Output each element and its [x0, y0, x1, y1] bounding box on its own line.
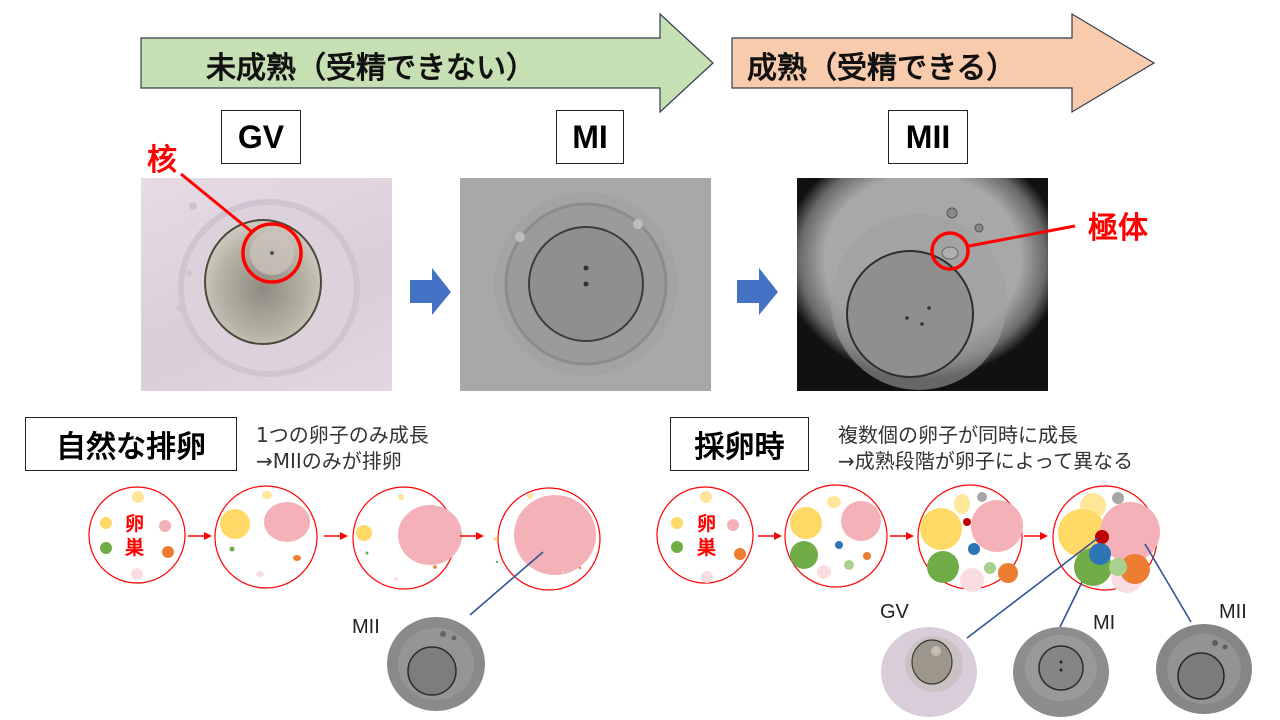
retrieval-ovary-stage-2	[784, 484, 888, 588]
retrieval-ovary-sequence	[656, 484, 1192, 639]
connector-line	[469, 551, 544, 616]
mature-arrow-shape	[731, 12, 1156, 114]
natural-ovary-label: 卵 巣	[125, 512, 144, 560]
retrieval-desc-line-1: 複数個の卵子が同時に成長	[838, 423, 1078, 447]
ovary-label-char-1: 卵	[697, 513, 717, 535]
progress-arrow-icon	[737, 268, 778, 315]
retrieval-mi-thumbnail	[1013, 627, 1109, 717]
annotation-overlay	[180, 172, 1076, 284]
retrieval-desc-line-2: →成熟段階が卵子によって異なる	[838, 449, 1134, 473]
retrieval-ovary-stage-3	[917, 484, 1023, 592]
natural-desc-line-1: 1つの卵子のみ成長	[256, 423, 429, 447]
gv-oocyte-photo	[141, 178, 392, 391]
retrieval-ovary-stage-4	[1052, 485, 1160, 593]
ovary-stage-1	[88, 486, 186, 584]
progress-arrow-icon	[410, 268, 451, 315]
ovary-label-char-2: 巣	[697, 537, 717, 559]
retrieval-mii-thumb-label: MII	[1219, 601, 1247, 623]
stage-label-mii: MII	[888, 110, 968, 164]
natural-ovary-sequence	[88, 485, 601, 616]
retrieval-ovary-stage-1	[656, 486, 754, 584]
ovary-stage-2	[214, 485, 318, 589]
egg-retrieval-description: 複数個の卵子が同時に成長 →成熟段階が卵子によって異なる	[838, 422, 1133, 474]
connector-line-mi	[1059, 581, 1083, 628]
nucleus-pointer-line	[180, 172, 253, 234]
connector-line-mii	[1144, 543, 1192, 623]
nucleus-label: 核	[147, 143, 177, 178]
connector-line-gv	[966, 537, 1099, 639]
stage-label-gv: GV	[221, 110, 301, 164]
immature-banner: 未成熟（受精できない）	[140, 12, 715, 114]
nucleus-circle	[241, 222, 303, 284]
stage-label-mi: MI	[556, 110, 624, 164]
retrieval-ovary-label: 卵 巣	[697, 512, 716, 560]
ovary-stage-3	[352, 486, 462, 590]
immature-label: 未成熟（受精できない）	[206, 51, 536, 86]
mii-oocyte-photo	[797, 178, 1048, 391]
natural-ovulation-description: 1つの卵子のみ成長 →MIIのみが排卵	[256, 422, 429, 474]
retrieval-gv-thumbnail	[881, 627, 977, 717]
retrieval-mii-thumbnail	[1156, 624, 1252, 714]
mature-banner: 成熟（受精できる）	[731, 12, 1156, 114]
polar-body-circle	[930, 231, 970, 271]
natural-mii-thumb-label: MII	[352, 616, 380, 638]
immature-arrow-shape	[140, 12, 714, 114]
polar-body-label: 極体	[1088, 211, 1148, 246]
polar-body-pointer-line	[968, 224, 1076, 248]
ovary-label-char-1: 卵	[125, 513, 145, 535]
mature-label: 成熟（受精できる）	[747, 51, 1017, 86]
natural-mii-thumbnail	[387, 617, 485, 711]
natural-ovulation-title: 自然な排卵	[25, 417, 237, 471]
retrieval-gv-thumb-label: GV	[880, 601, 909, 623]
egg-retrieval-title: 採卵時	[670, 417, 809, 471]
mi-oocyte-illustration	[494, 192, 678, 376]
ovary-stage-4	[494, 487, 601, 591]
natural-desc-line-2: →MIIのみが排卵	[256, 449, 402, 473]
mi-oocyte-photo	[460, 178, 711, 391]
ovary-label-char-2: 巣	[125, 537, 145, 559]
mii-oocyte-illustration	[831, 207, 1007, 390]
retrieval-mi-thumb-label: MI	[1093, 612, 1116, 634]
